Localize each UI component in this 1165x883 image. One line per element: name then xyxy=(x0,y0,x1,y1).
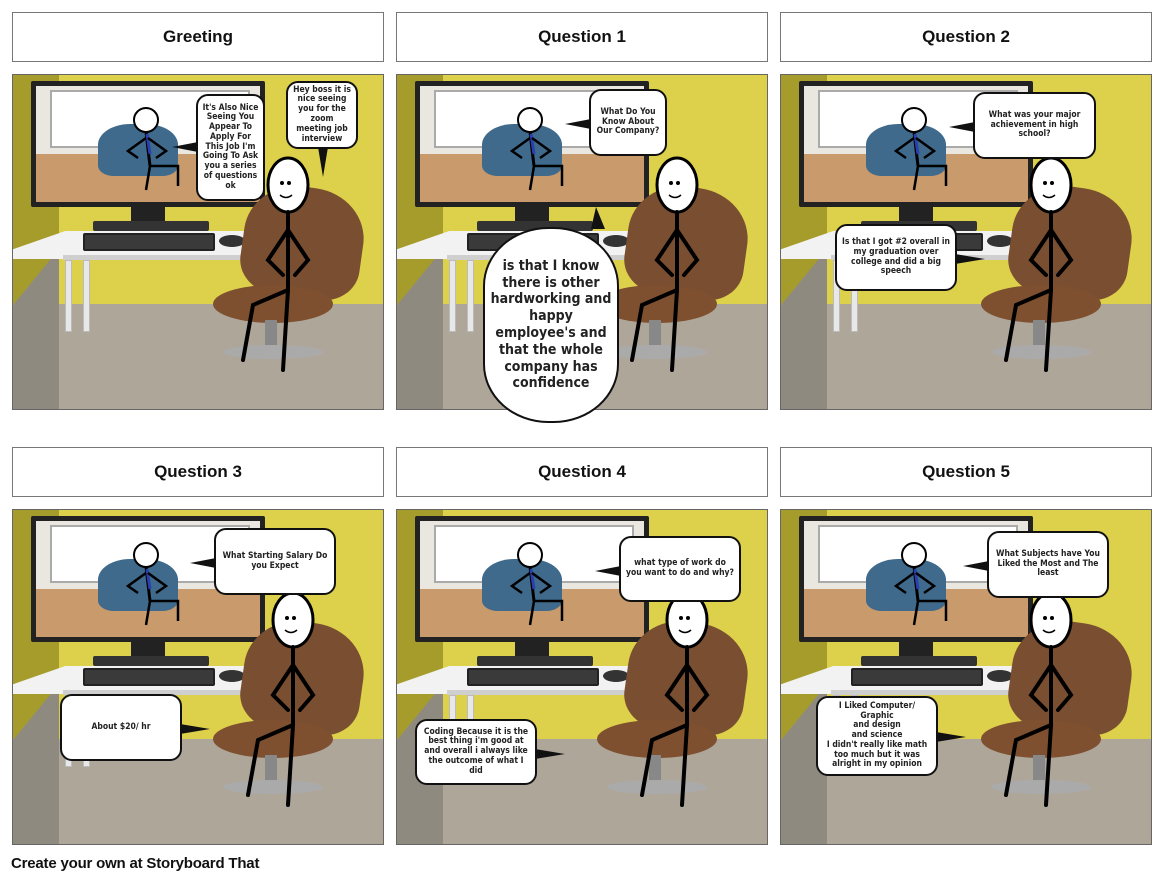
panel-title: Question 4 xyxy=(396,447,768,497)
monitor-stand xyxy=(515,642,549,658)
office-scene: It's Also Nice Seeing You Appear To Appl… xyxy=(12,74,384,410)
interviewer-speech-bubble: What Subjects have You Liked the Most an… xyxy=(963,531,1109,598)
desk-edge xyxy=(63,690,303,695)
candidate-speech-bubble: Is that I got #2 overall in my graduatio… xyxy=(835,224,985,291)
panel-title: Question 3 xyxy=(12,447,384,497)
interviewer-speech-bubble: What was your major achievement in high … xyxy=(949,92,1096,159)
office-scene: What Subjects have You Liked the Most an… xyxy=(780,509,1152,845)
chair-seat xyxy=(981,285,1101,323)
chair-pole xyxy=(1033,755,1045,785)
monitor-stand xyxy=(515,207,549,223)
stick-figure-candidate xyxy=(241,156,311,372)
panel-title: Question 2 xyxy=(780,12,1152,62)
monitor-stand xyxy=(131,642,165,658)
monitor-stand xyxy=(899,207,933,223)
chair-seat xyxy=(213,720,333,758)
monitor-stand xyxy=(899,642,933,658)
stick-figure-candidate xyxy=(1004,591,1074,807)
chair-pole xyxy=(265,755,277,785)
monitor xyxy=(799,516,1033,642)
stick-figure-interviewer xyxy=(125,107,180,191)
stick-figure-interviewer xyxy=(893,542,948,626)
stick-figure-candidate xyxy=(1004,156,1074,372)
video-call-screen xyxy=(804,521,1028,637)
desk-edge xyxy=(831,690,1071,695)
stick-figure-interviewer xyxy=(125,542,180,626)
desk-leg xyxy=(83,260,90,332)
chair-pole xyxy=(265,320,277,350)
keyboard xyxy=(83,233,215,251)
candidate-speech-bubble: Coding Because it is the best thing i'm … xyxy=(415,719,565,785)
chair-base xyxy=(223,345,323,359)
desk-edge xyxy=(447,690,687,695)
floor xyxy=(781,304,1151,409)
keyboard xyxy=(467,668,599,686)
desk-edge xyxy=(63,255,303,260)
mouse xyxy=(603,235,629,247)
interviewer-speech-bubble: It's Also Nice Seeing You Appear To Appl… xyxy=(172,94,265,201)
stick-figure-candidate xyxy=(640,591,710,807)
chair-pole xyxy=(649,320,661,350)
chair-seat xyxy=(981,720,1101,758)
monitor-base xyxy=(477,221,593,231)
stick-figure-interviewer xyxy=(893,107,948,191)
stick-figure-candidate xyxy=(246,591,316,807)
mouse xyxy=(219,670,245,682)
chair-base xyxy=(991,345,1091,359)
monitor-base xyxy=(93,221,209,231)
panel-title: Question 1 xyxy=(396,12,768,62)
candidate-speech-bubble: I Liked Computer/ Graphic and design and… xyxy=(816,696,966,776)
office-scene: What was your major achievement in high … xyxy=(780,74,1152,410)
mouse xyxy=(603,670,629,682)
monitor-base xyxy=(93,656,209,666)
desk-leg xyxy=(449,260,456,332)
panel-title: Greeting xyxy=(12,12,384,62)
chair-base xyxy=(991,780,1091,794)
stick-figure-interviewer xyxy=(509,542,564,626)
panel-title: Question 5 xyxy=(780,447,1152,497)
monitor-base xyxy=(861,656,977,666)
candidate-speech-bubble: is that I know there is other hardworkin… xyxy=(483,207,619,423)
stick-figure-interviewer xyxy=(509,107,564,191)
mouse xyxy=(987,670,1013,682)
desk-leg xyxy=(467,260,474,332)
chair-pole xyxy=(649,755,661,785)
keyboard xyxy=(83,668,215,686)
interviewer-speech-bubble: what type of work do you want to do and … xyxy=(595,536,741,602)
floor xyxy=(13,304,383,409)
desk-leg xyxy=(65,260,72,332)
video-call-screen xyxy=(420,521,644,637)
mouse xyxy=(987,235,1013,247)
mouse xyxy=(219,235,245,247)
interviewer-speech-bubble: What Starting Salary Do you Expect xyxy=(190,528,336,595)
monitor-base xyxy=(477,656,593,666)
office-scene: What Do You Know About Our Company? is th… xyxy=(396,74,768,423)
keyboard xyxy=(851,668,983,686)
stick-figure-candidate xyxy=(630,156,700,372)
monitor-stand xyxy=(131,207,165,223)
candidate-speech-bubble: Hey boss it is nice seeing you for the z… xyxy=(286,81,358,177)
interviewer-speech-bubble: What Do You Know About Our Company? xyxy=(565,89,667,156)
chair-pole xyxy=(1033,320,1045,350)
storyboard-that-link[interactable]: Create your own at Storyboard That xyxy=(11,855,260,872)
monitor xyxy=(415,516,649,642)
office-scene: what type of work do you want to do and … xyxy=(396,509,768,845)
candidate-speech-bubble: About $20/ hr xyxy=(60,694,210,761)
chair-seat xyxy=(213,285,333,323)
